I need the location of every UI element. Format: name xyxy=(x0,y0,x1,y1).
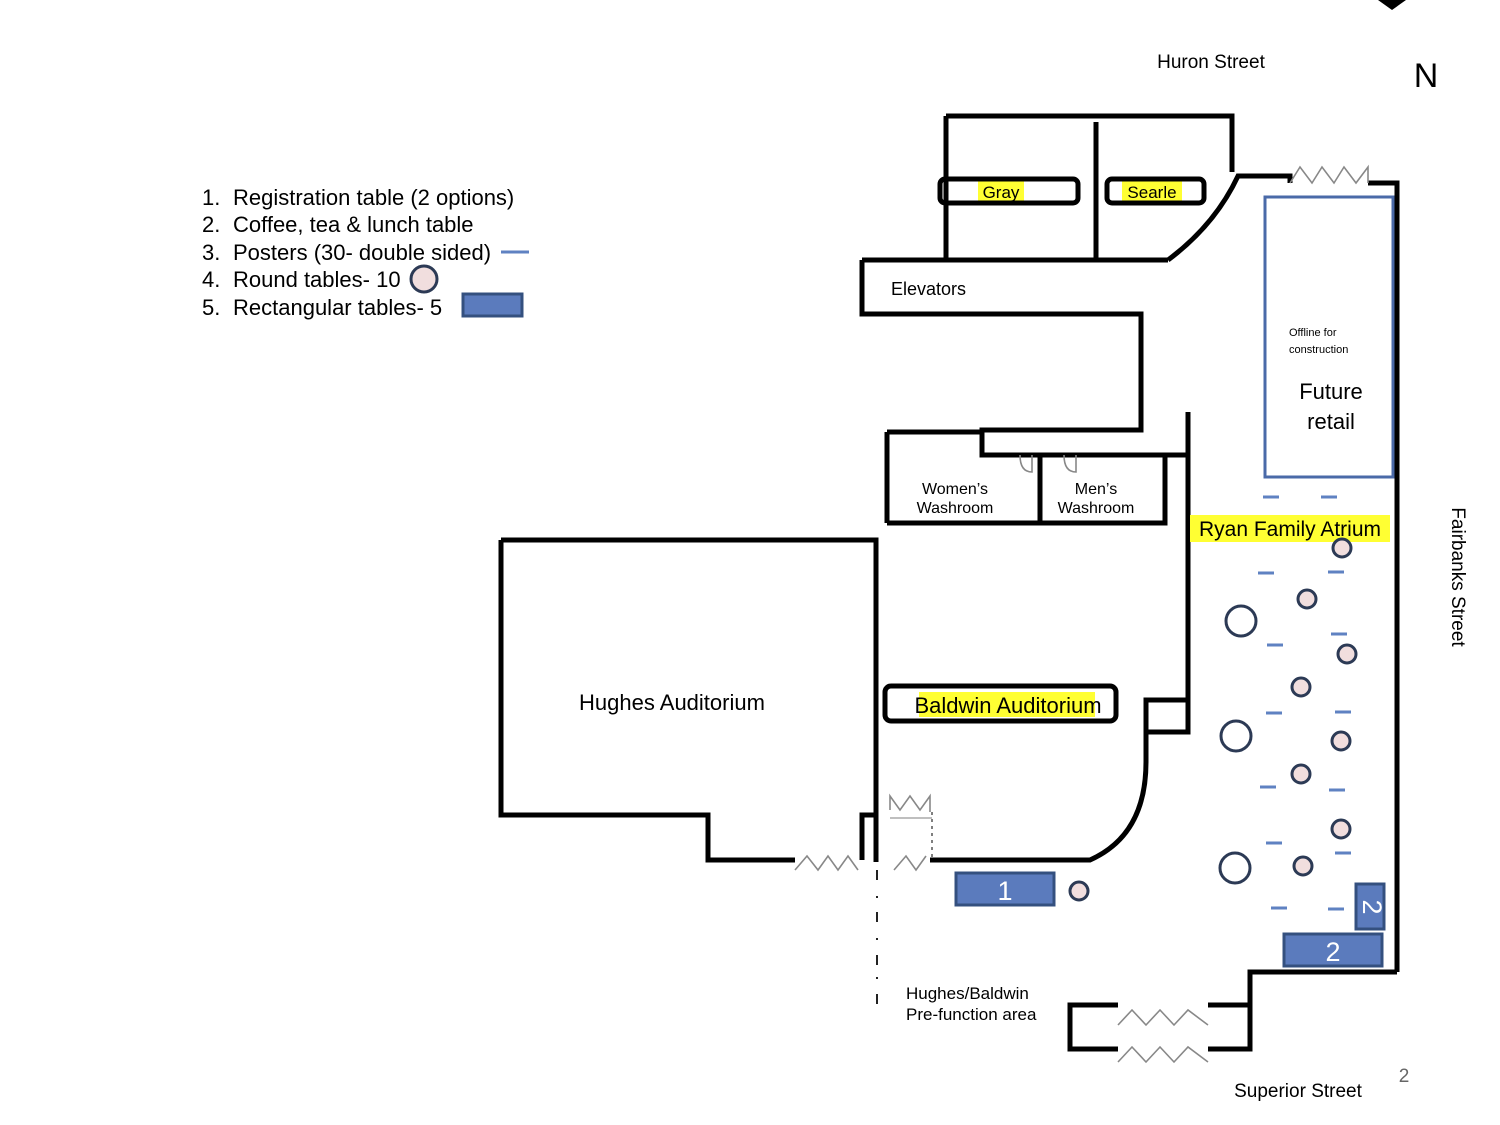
legend-item-4-text: Round tables- 10 xyxy=(233,267,401,292)
legend-item-1-text: Registration table (2 options) xyxy=(233,185,514,210)
gray-label: Gray xyxy=(983,183,1020,202)
legend-item-3-num: 3. xyxy=(202,240,220,265)
rect-tables: 1 2 2 xyxy=(954,871,1387,968)
legend-rect-table-icon xyxy=(461,292,524,318)
legend: 1. Registration table (2 options) 2. Cof… xyxy=(202,185,529,320)
legend-item-4-num: 4. xyxy=(202,267,220,292)
round-table xyxy=(1290,763,1312,785)
prefunction-label-1: Hughes/Baldwin xyxy=(906,984,1029,1003)
searle-highlight xyxy=(1122,181,1182,203)
searle-room xyxy=(1104,176,1207,206)
round-table xyxy=(1331,537,1353,559)
street-label-south: Superior Street xyxy=(1234,1081,1363,1102)
round-table xyxy=(1290,676,1312,698)
compass-label: N xyxy=(1414,57,1439,95)
compass: N xyxy=(1378,0,1438,95)
registration-table xyxy=(954,871,1056,907)
registration-table-label: 1 xyxy=(997,876,1012,906)
legend-round-table-icon xyxy=(409,264,439,294)
round-tables xyxy=(1068,537,1358,902)
future-retail-label-1: Future xyxy=(1299,379,1363,404)
north-arrow-icon xyxy=(1378,0,1406,10)
doors xyxy=(794,164,1369,1064)
prefunction-label-2: Pre-function area xyxy=(906,1005,1037,1024)
round-table xyxy=(1336,643,1358,665)
coffee-table-side xyxy=(1354,882,1386,931)
posters xyxy=(1258,495,1351,911)
round-table xyxy=(1330,818,1352,840)
legend-item-2-num: 2. xyxy=(202,212,220,237)
round-table xyxy=(1296,588,1318,610)
legend-item-3-text: Posters (30- double sided) xyxy=(233,240,491,265)
offline-label-2: construction xyxy=(1289,344,1348,356)
elevators-label: Elevators xyxy=(891,279,966,299)
legend-item-2-text: Coffee, tea & lunch table xyxy=(233,212,474,237)
womens-washroom-label-1: Women’s xyxy=(922,481,988,498)
baldwin-highlight xyxy=(919,692,1095,717)
street-label-north: Huron Street xyxy=(1157,52,1265,73)
round-table xyxy=(1292,855,1314,877)
coffee-table-bottom-label: 2 xyxy=(1325,937,1340,967)
gray-room xyxy=(937,176,1081,206)
womens-washroom-label-2: Washroom xyxy=(917,500,994,517)
atrium-label: Ryan Family Atrium xyxy=(1199,518,1381,541)
street-label-east: Fairbanks Street xyxy=(1447,507,1468,647)
walls xyxy=(498,113,1400,1052)
offline-label-1: Offline for xyxy=(1289,327,1337,339)
large-round-tables xyxy=(1218,604,1258,885)
legend-item-1-num: 1. xyxy=(202,185,220,210)
round-table xyxy=(1068,880,1090,902)
mens-washroom-label-1: Men’s xyxy=(1075,481,1117,498)
page-number: 2 xyxy=(1399,1066,1410,1087)
baldwin-auditorium xyxy=(882,683,1119,724)
coffee-table-side-label: 2 xyxy=(1357,899,1387,914)
future-retail-area xyxy=(1263,195,1395,479)
large-round-table xyxy=(1218,851,1252,885)
hughes-label: Hughes Auditorium xyxy=(579,690,765,715)
mens-washroom-label-2: Washroom xyxy=(1058,500,1135,517)
round-table xyxy=(1330,730,1352,752)
searle-label: Searle xyxy=(1127,183,1176,202)
large-round-table xyxy=(1224,604,1258,638)
legend-item-5-text: Rectangular tables- 5 xyxy=(233,295,442,320)
atrium-highlight xyxy=(1190,515,1390,542)
gray-highlight xyxy=(978,181,1024,203)
baldwin-label: Baldwin Auditorium xyxy=(914,693,1101,718)
legend-item-5-num: 5. xyxy=(202,295,220,320)
future-retail-label-2: retail xyxy=(1307,409,1355,434)
large-round-table xyxy=(1219,719,1253,753)
coffee-table-bottom xyxy=(1282,932,1384,968)
